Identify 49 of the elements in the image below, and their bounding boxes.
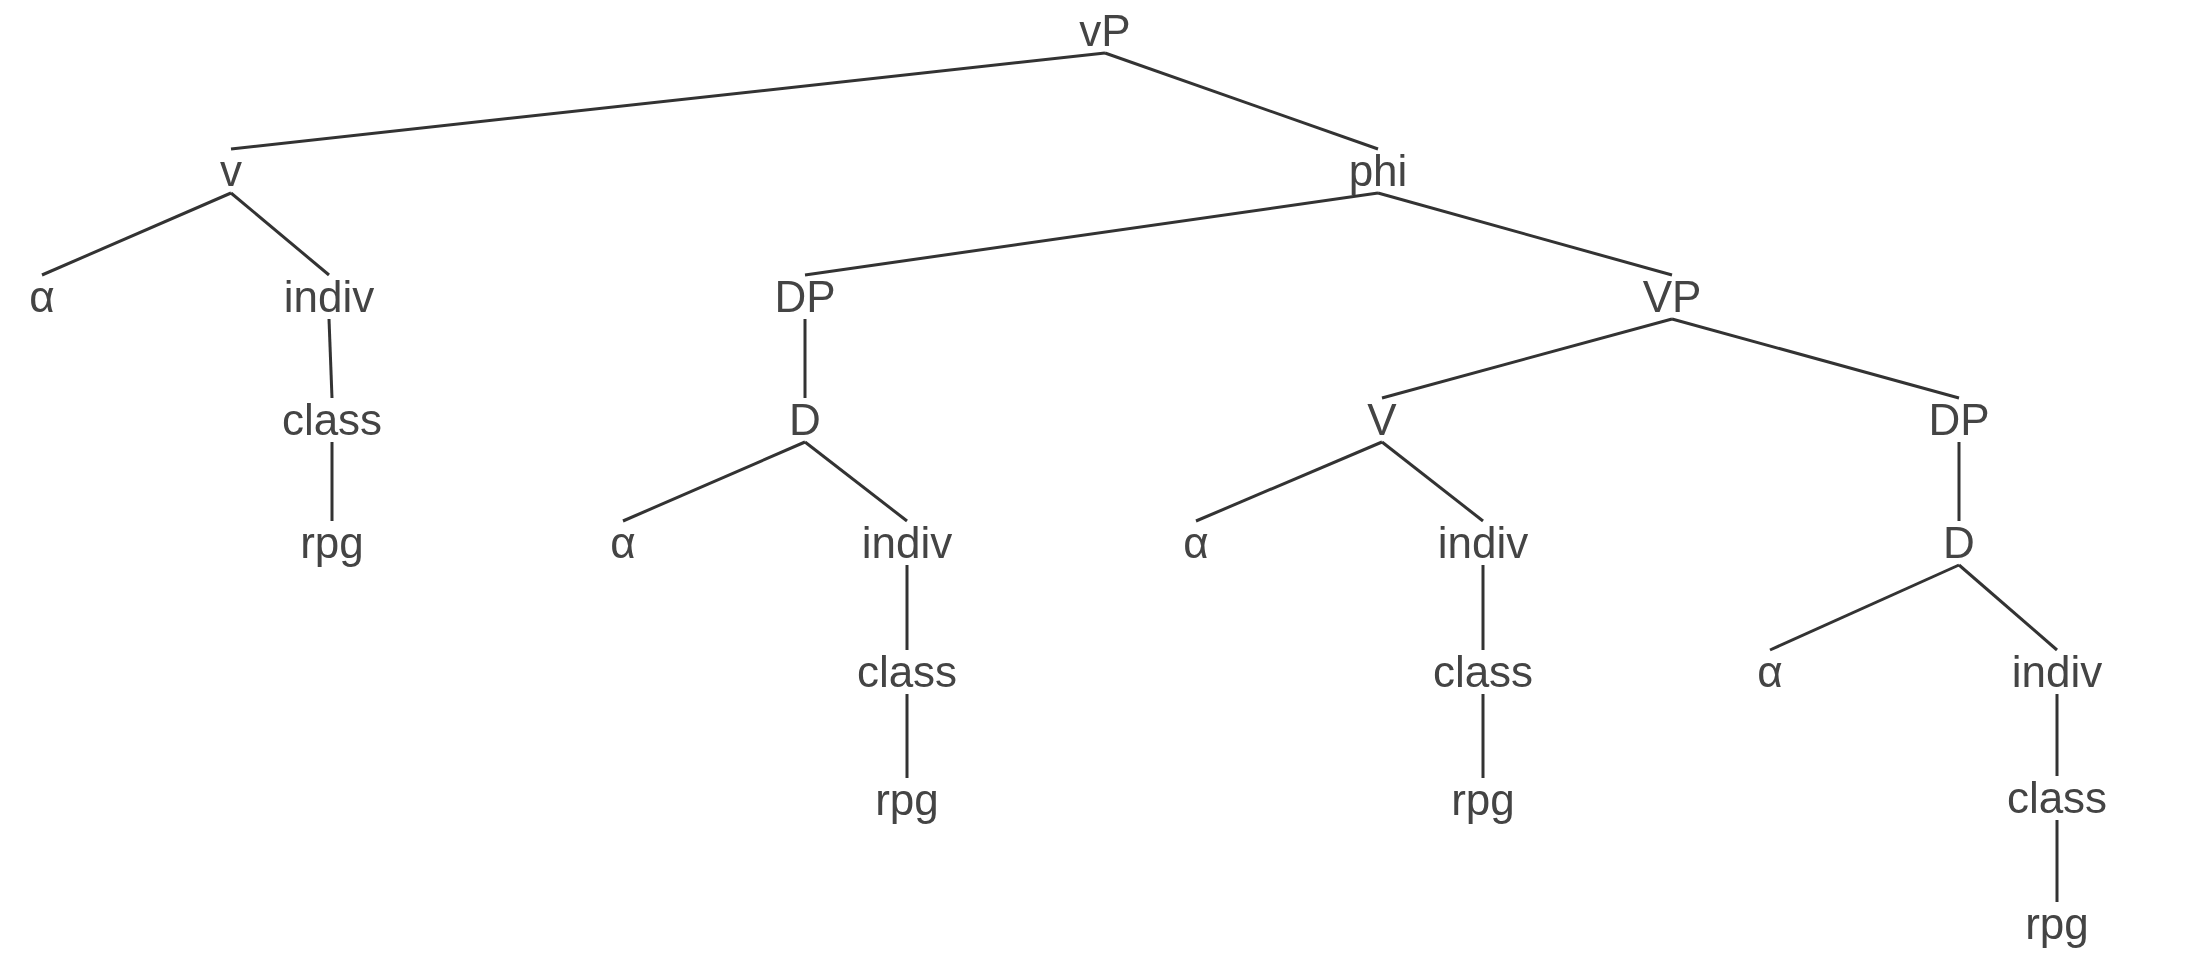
tree-node-label: indiv [857, 519, 957, 567]
tree-node-label: DP [770, 273, 840, 321]
tree-branch-line [1769, 563, 1960, 652]
tree-node-label: α [1179, 519, 1213, 567]
tree-branch-line [230, 191, 330, 277]
tree-branch-line [1377, 191, 1673, 277]
tree-node-label: class [852, 648, 962, 696]
tree-node-label: α [606, 519, 640, 567]
tree-node-label: vP [1075, 7, 1135, 55]
tree-branch-line [1957, 442, 1961, 521]
tree-branch-line [1481, 565, 1485, 650]
tree-branch-line [622, 440, 806, 523]
tree-branch-line [1195, 440, 1383, 523]
tree-node-label: class [1428, 648, 1538, 696]
tree-branch-line [1381, 440, 1484, 523]
tree-branch-line [330, 442, 334, 521]
tree-node-label: rpg [296, 519, 368, 567]
tree-node-label: class [277, 396, 387, 444]
tree-node-label: indiv [1433, 519, 1533, 567]
tree-node-label: α [25, 273, 59, 321]
tree-node-label: D [785, 396, 825, 444]
tree-branch-line [1671, 317, 1960, 400]
tree-branch-line [905, 565, 909, 650]
tree-node-label: phi [1344, 147, 1412, 195]
tree-branch-line [803, 319, 807, 398]
tree-node-label: D [1939, 519, 1979, 567]
tree-branch-line [1481, 694, 1485, 778]
tree-branch-line [41, 191, 232, 277]
tree-branch-line [230, 51, 1106, 151]
tree-branch-line [1958, 563, 2058, 652]
tree-branch-line [804, 440, 908, 523]
tree-branch-line [905, 694, 909, 778]
tree-node-label: class [2002, 774, 2112, 822]
tree-branch-line [804, 191, 1379, 277]
tree-branch-line [2055, 694, 2059, 776]
tree-node-label: DP [1924, 396, 1994, 444]
tree-node-label: rpg [871, 776, 943, 824]
tree-node-label: VP [1638, 273, 1706, 321]
tree-node-label: indiv [2007, 648, 2107, 696]
tree-branch-line [327, 318, 334, 399]
tree-node-label: V [1363, 396, 1401, 444]
tree-node-label: indiv [279, 273, 379, 321]
tree-branch-line [2055, 820, 2059, 902]
tree-node-label: rpg [1447, 776, 1519, 824]
tree-node-label: α [1753, 648, 1787, 696]
tree-node-label: v [216, 147, 246, 195]
tree-branch-line [1381, 317, 1673, 400]
tree-branch-line [1104, 51, 1379, 151]
tree-node-label: rpg [2021, 900, 2093, 948]
